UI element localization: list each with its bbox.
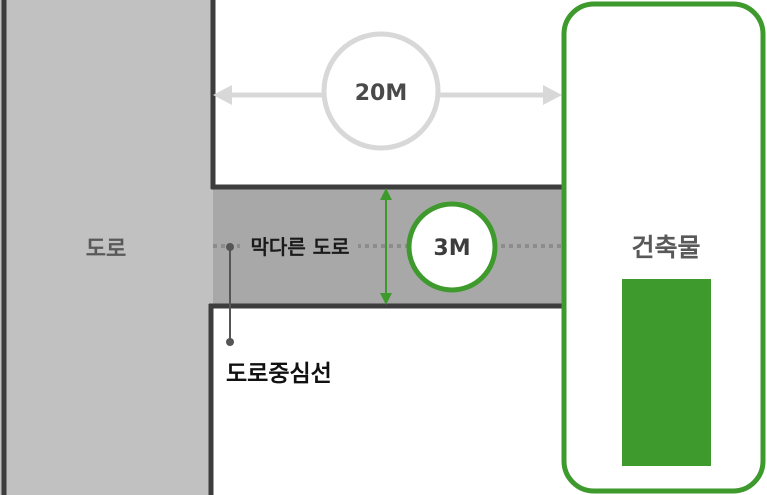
distance-arrow-head-left	[213, 85, 232, 105]
dead-end-road-label: 막다른 도로	[251, 235, 350, 259]
building-label: 건축물	[631, 233, 700, 262]
centerline-label: 도로중심선	[226, 361, 332, 387]
width-arrow-head-bottom	[380, 293, 392, 305]
width-badge	[406, 201, 498, 293]
main-road-label: 도로	[86, 237, 126, 262]
width-label: 3M	[433, 236, 470, 261]
distance-arrow-head-right	[543, 85, 562, 105]
centerline-pointer-end	[226, 338, 234, 346]
width-arrow-head-top	[380, 188, 392, 200]
building-bar	[622, 279, 711, 466]
dead-end-label-bg	[240, 232, 358, 260]
distance-badge	[321, 31, 441, 151]
distance-label: 20M	[355, 81, 408, 106]
building	[561, 1, 766, 494]
main-road	[0, 0, 213, 495]
